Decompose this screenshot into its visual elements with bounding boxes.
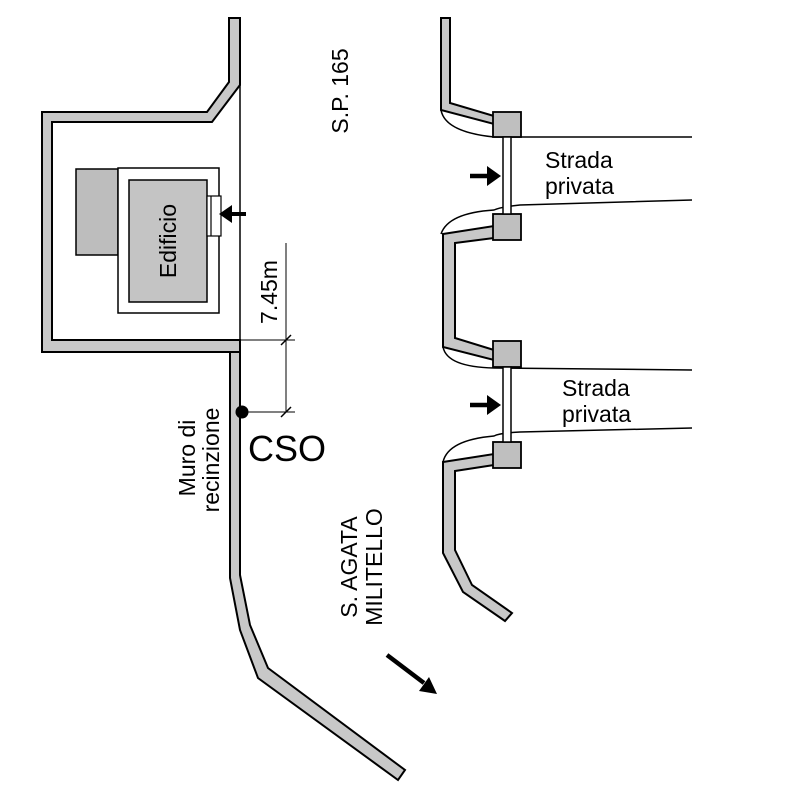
building-core [128, 179, 208, 303]
wall-label-line2: recinzione [198, 408, 224, 513]
gate-post-2b [492, 441, 522, 469]
private-road-1-label-line1: Strada [545, 147, 613, 173]
dimension-line: 7.45m [240, 243, 295, 418]
road-label: S.P. 165 [327, 48, 353, 133]
gate-2 [502, 366, 512, 443]
gate-post-1b [492, 213, 522, 241]
direction-label-line1: S. AGATA [336, 516, 362, 618]
cso-marker: CSO [235, 405, 326, 469]
dimension-label: 7.45m [256, 260, 282, 324]
gate-post-2a [492, 340, 522, 368]
wall-label-line1: Muro di [174, 420, 200, 497]
access-arrow-1-icon [470, 166, 501, 186]
building-label: Edificio [155, 204, 181, 278]
private-road-2-edge-top [442, 346, 693, 371]
cso-point-icon [235, 405, 249, 419]
private-road-1-edge-bottom [440, 199, 693, 235]
boundary-wall-right [440, 17, 693, 623]
building-annex [75, 168, 119, 256]
access-arrow-2-icon [470, 395, 501, 415]
private-road-2-label-line2: privata [562, 401, 631, 427]
entrance-arrow-icon [219, 205, 246, 223]
cso-label: CSO [248, 428, 326, 469]
wall-segment-bottom [442, 452, 514, 623]
direction-label-line2: MILITELLO [361, 508, 387, 626]
building-entrance [206, 195, 222, 237]
south-wall [229, 351, 407, 782]
wall-segment-top [440, 17, 495, 126]
gate-1 [502, 136, 512, 215]
gate-post-1a [492, 111, 522, 138]
building: Edificio [75, 167, 222, 314]
private-road-2-label-line1: Strada [562, 375, 630, 401]
private-road-1-label-line2: privata [545, 173, 614, 199]
direction-arrow-icon [385, 653, 437, 694]
private-road-2-edge-bottom [442, 427, 693, 463]
wall-segment-middle [442, 224, 495, 362]
